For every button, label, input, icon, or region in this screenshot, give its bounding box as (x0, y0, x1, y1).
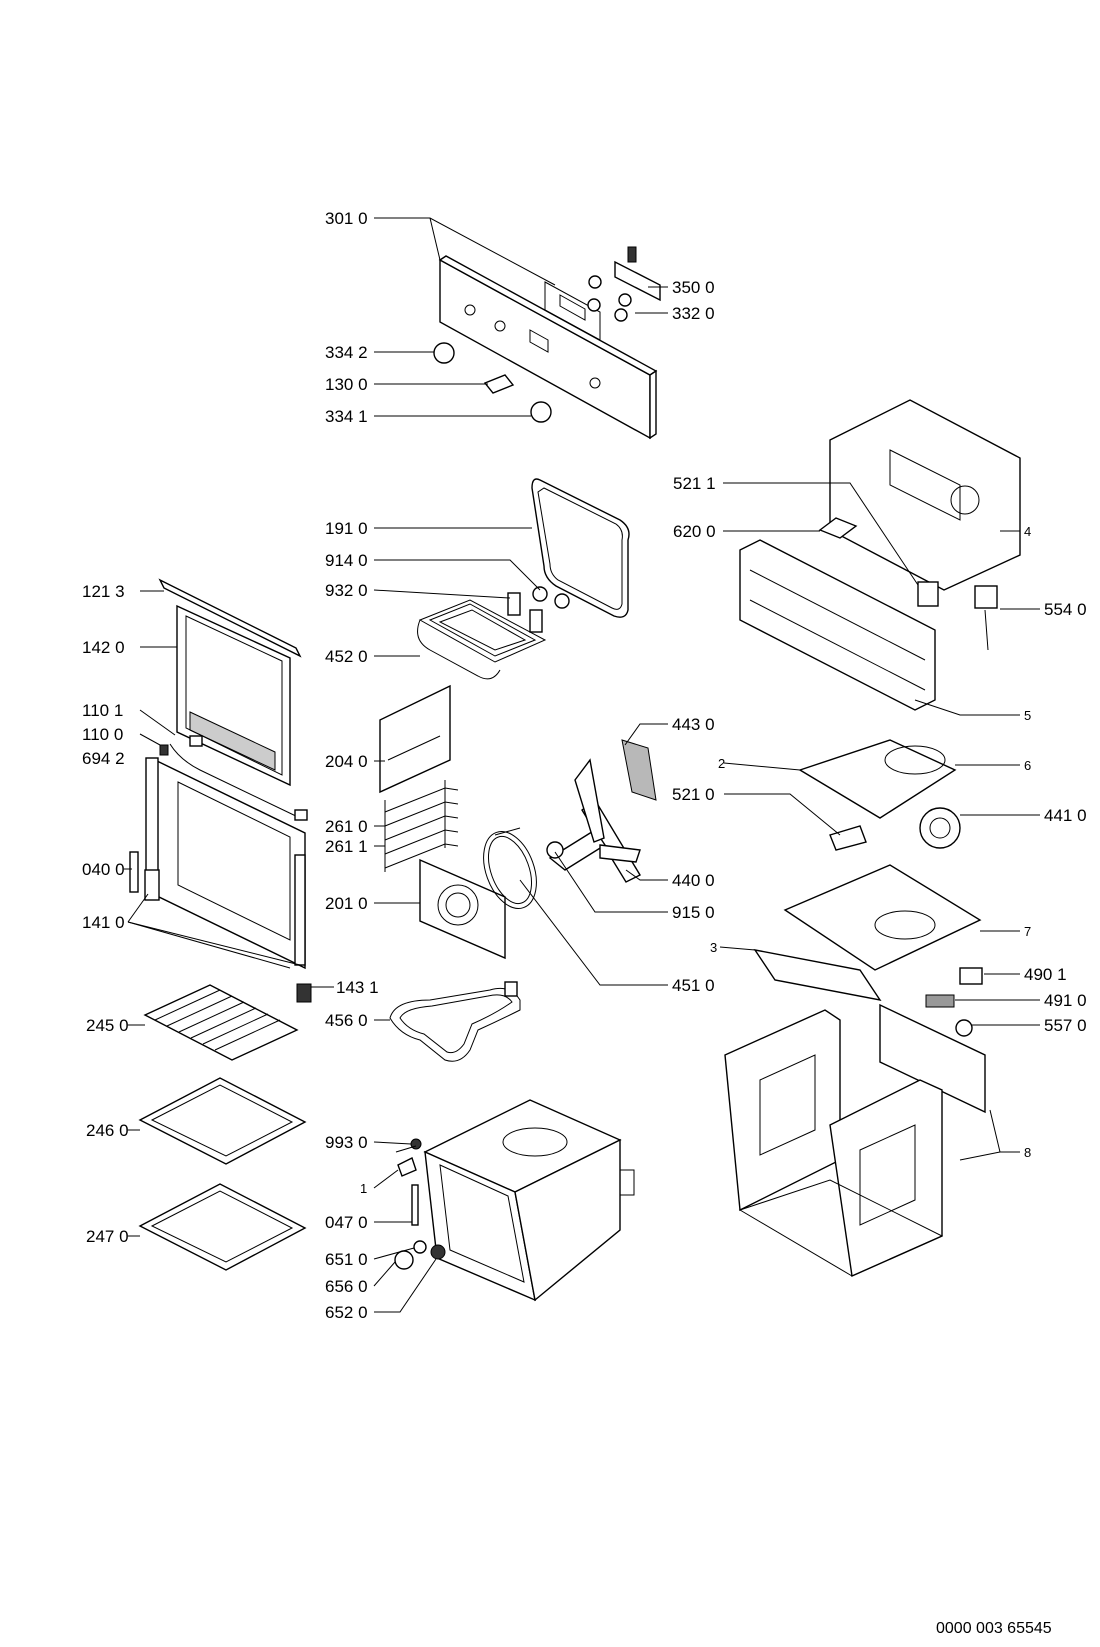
label-301-0: 301 0 (325, 209, 368, 228)
label-521-0: 521 0 (672, 785, 715, 804)
bottom-element-drawing (389, 981, 521, 1062)
top-plate-drawing (753, 864, 982, 1001)
door-outer-glass-drawing (158, 578, 302, 787)
label-694-2: 694 2 (82, 749, 125, 768)
knob-drawing (433, 342, 552, 423)
label-554-0: 554 0 (1044, 600, 1087, 619)
door-seal-drawing (531, 478, 630, 618)
label-651-0: 651 0 (325, 1250, 368, 1269)
label-204-0: 204 0 (325, 752, 368, 771)
label-191-0: 191 0 (325, 519, 368, 538)
label-8: 8 (1024, 1145, 1031, 1160)
label-047-0: 047 0 (325, 1213, 368, 1232)
leader-lines (124, 217, 1040, 1313)
label-332-0: 332 0 (672, 304, 715, 323)
label-201-0: 201 0 (325, 894, 368, 913)
circular-element-drawing (483, 827, 537, 909)
label-915-0: 915 0 (672, 903, 715, 922)
label-7: 7 (1024, 924, 1031, 939)
label-143-1: 143 1 (336, 978, 379, 997)
label-4: 4 (1024, 524, 1031, 539)
label-247-0: 247 0 (86, 1227, 129, 1246)
rear-housing-drawing (739, 399, 1021, 711)
document-id: 0000 003 65545 (936, 1620, 1052, 1637)
label-490-1: 490 1 (1024, 965, 1067, 984)
label-456-0: 456 0 (325, 1011, 368, 1030)
label-2: 2 (718, 756, 725, 771)
rear-panel-drawing (419, 858, 506, 960)
side-control-panel-drawing (879, 967, 986, 1114)
label-440-0: 440 0 (672, 871, 715, 890)
baking-tray-drawing (138, 1077, 307, 1271)
label-350-0: 350 0 (672, 278, 715, 297)
door-inner-frame-drawing (129, 735, 312, 1003)
label-334-1: 334 1 (325, 407, 368, 426)
label-141-0: 141 0 (82, 913, 125, 932)
label-441-0: 441 0 (1044, 806, 1087, 825)
label-620-0: 620 0 (673, 522, 716, 541)
label-110-0: 110 0 (82, 725, 123, 744)
label-451-0: 451 0 (672, 976, 715, 995)
label-521-1: 521 1 (673, 474, 716, 493)
label-261-0: 261 0 (325, 817, 368, 836)
label-245-0: 245 0 (86, 1016, 129, 1035)
label-040-0: 040 0 (82, 860, 125, 879)
grill-element-drawing (417, 586, 570, 680)
label-656-0: 656 0 (325, 1277, 368, 1296)
label-652-0: 652 0 (325, 1303, 368, 1322)
label-246-0: 246 0 (86, 1121, 129, 1140)
label-6: 6 (1024, 758, 1031, 773)
label-993-0: 993 0 (325, 1133, 368, 1152)
label-452-0: 452 0 (325, 647, 368, 666)
label-443-0: 443 0 (672, 715, 715, 734)
label-914-0: 914 0 (325, 551, 368, 570)
oven-cavity-drawing (423, 1099, 635, 1302)
label-3: 3 (710, 940, 717, 955)
label-5: 5 (1024, 708, 1031, 723)
fan-motor-drawing (546, 739, 657, 883)
control-panel-drawing (438, 246, 661, 440)
label-932-0: 932 0 (325, 581, 368, 600)
label-557-0: 557 0 (1044, 1016, 1087, 1035)
hinge-hardware-drawing (394, 1138, 446, 1270)
side-rack-drawing (379, 684, 451, 794)
label-334-2: 334 2 (325, 343, 368, 362)
oven-rack-drawing (143, 984, 299, 1061)
label-1: 1 (360, 1181, 367, 1196)
label-130-0: 130 0 (325, 375, 368, 394)
cooling-fan-drawing (798, 739, 961, 851)
label-491-0: 491 0 (1044, 991, 1087, 1010)
label-142-0: 142 0 (82, 638, 125, 657)
shelf-runners-drawing (384, 780, 459, 872)
outer-casing-drawing (724, 1009, 944, 1278)
label-261-1: 261 1 (325, 837, 368, 856)
label-110-1: 110 1 (82, 701, 123, 720)
label-121-3: 121 3 (82, 582, 125, 601)
